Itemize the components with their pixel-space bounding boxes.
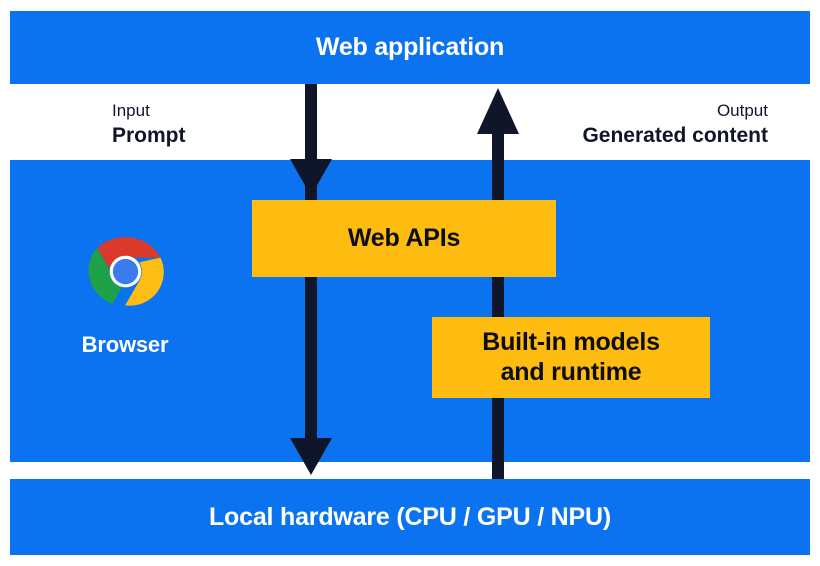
band-browser-label: Browser [81,332,169,357]
box-builtin-models-line2: and runtime [500,357,642,386]
band-web-application-label: Web application [315,33,505,61]
input-caption: Input [112,101,150,120]
band-local-hardware-label: Local hardware (CPU / GPU / NPU) [208,503,611,531]
browser-group: Browser [45,232,205,377]
band-web-application: Web application [10,11,810,84]
box-web-apis[interactable]: Web APIs [252,200,556,277]
output-caption: Output [716,101,768,120]
band-local-hardware: Local hardware (CPU / GPU / NPU) [10,479,810,555]
input-value: Prompt [112,124,186,147]
box-builtin-models-label: Built-in models and runtime [482,328,660,387]
box-builtin-models-line1: Built-in models [482,328,660,356]
box-builtin-models[interactable]: Built-in models and runtime [432,317,710,398]
box-web-apis-label: Web APIs [347,224,461,252]
output-value: Generated content [582,124,768,147]
input-label-group: Input Prompt [112,100,186,150]
chrome-logo-icon [88,237,164,306]
output-label-group: Output Generated content [582,100,768,150]
